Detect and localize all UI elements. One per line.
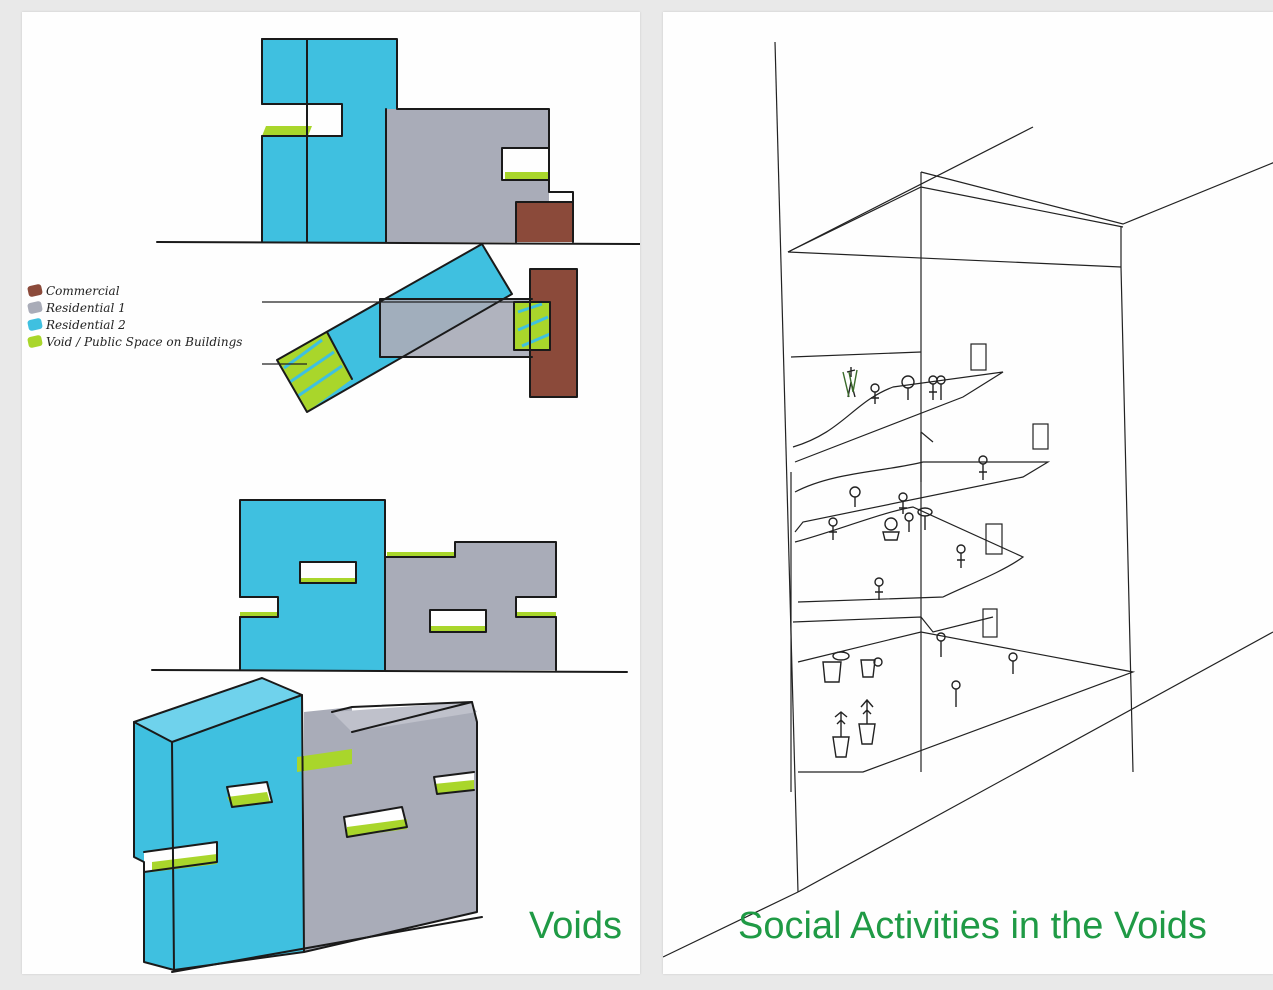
legend-item-residential-1: Residential 1 bbox=[27, 299, 242, 316]
doors bbox=[970, 343, 1049, 638]
legend-item-commercial: Commercial bbox=[27, 282, 242, 299]
elevation-1 bbox=[156, 38, 640, 245]
legend-label: Commercial bbox=[46, 283, 120, 298]
people-and-furniture bbox=[822, 367, 1018, 758]
section-perspective-drawing bbox=[663, 41, 1273, 958]
floor-slabs bbox=[790, 351, 1136, 773]
voids-drawing bbox=[133, 38, 640, 973]
commercial-swatch bbox=[27, 283, 43, 298]
legend-item-void: Void / Public Space on Buildings bbox=[27, 333, 243, 350]
plan-view bbox=[262, 243, 578, 413]
residential-1-swatch bbox=[27, 300, 43, 315]
residential-2-swatch bbox=[27, 317, 43, 332]
elevation-2 bbox=[151, 499, 628, 673]
legend-label: Residential 2 bbox=[46, 317, 126, 332]
legend-label: Residential 1 bbox=[46, 300, 126, 315]
legend-label: Void / Public Space on Buildings bbox=[46, 334, 243, 349]
axonometric-view bbox=[133, 677, 483, 973]
void-swatch bbox=[27, 334, 43, 349]
voids-sketch-panel: Commercial Residential 1 Residential 2 V… bbox=[22, 12, 640, 974]
legend: Commercial Residential 1 Residential 2 V… bbox=[27, 282, 243, 350]
building-frame bbox=[663, 41, 1273, 958]
social-activities-sketch-panel: Social Activities in the Voids bbox=[663, 12, 1273, 974]
caption-social-activities: Social Activities in the Voids bbox=[738, 905, 1207, 947]
caption-voids: Voids bbox=[529, 905, 622, 947]
legend-item-residential-2: Residential 2 bbox=[27, 316, 242, 333]
